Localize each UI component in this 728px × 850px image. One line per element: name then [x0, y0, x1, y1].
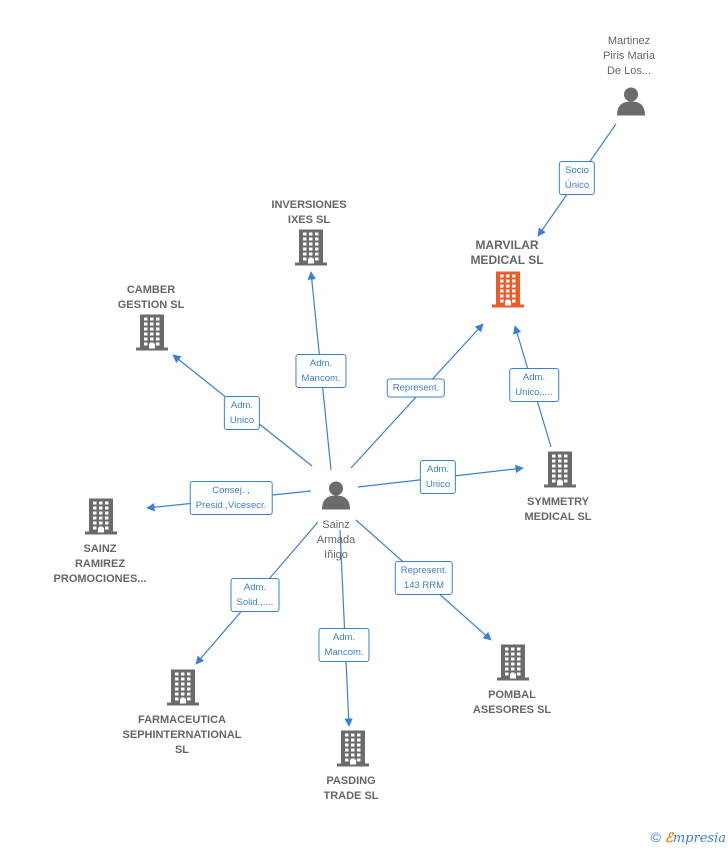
building-icon[interactable] — [544, 451, 576, 493]
node-label-martinez[interactable]: Martinez Piris Maria De Los... — [603, 35, 655, 77]
relation-label[interactable]: Represent. 143 RRM — [394, 561, 454, 595]
person-icon[interactable] — [616, 86, 646, 121]
node-label-camber[interactable]: CAMBER GESTION SL — [117, 284, 185, 311]
relation-label[interactable]: Adm. Mancom. — [295, 354, 347, 388]
building-icon[interactable] — [497, 644, 529, 686]
node-label-sainz[interactable]: Sainz Armada Iñigo — [316, 519, 356, 561]
copyright-icon: © — [650, 829, 661, 845]
building-icon[interactable] — [295, 229, 327, 271]
building-icon[interactable] — [85, 498, 117, 540]
building-icon[interactable] — [167, 669, 199, 711]
building-icon[interactable] — [337, 730, 369, 772]
brand-name: mpresia — [672, 831, 726, 846]
brand-logo-letter: ℰ — [664, 831, 673, 846]
empresia-brand: ©ℰmpresia — [651, 829, 726, 846]
node-label-symmetry[interactable]: SYMMETRY MEDICAL SL — [524, 496, 592, 523]
relation-label[interactable]: Socio Único — [558, 161, 596, 195]
relation-label[interactable]: Adm. Unico,.... — [509, 368, 559, 402]
node-label-pombal[interactable]: POMBAL ASESORES SL — [472, 689, 552, 716]
relation-label[interactable]: Adm. Unico — [223, 396, 261, 430]
relation-label[interactable]: Adm. Mancom. — [318, 628, 370, 662]
node-label-ramirez[interactable]: SAINZ RAMIREZ PROMOCIONES... — [53, 543, 147, 585]
relation-label[interactable]: Represent. — [386, 378, 446, 398]
relation-label[interactable]: Consej. , Presid.,Vicesecr. — [189, 481, 273, 515]
node-label-marvilar[interactable]: MARVILAR MEDICAL SL — [470, 238, 544, 267]
building-icon[interactable] — [492, 271, 524, 313]
node-label-pasding[interactable]: PASDING TRADE SL — [323, 775, 379, 802]
relation-label[interactable]: Adm. Unico — [419, 460, 457, 494]
building-icon[interactable] — [136, 314, 168, 356]
relation-label[interactable]: Adm. Solid.,.... — [230, 578, 280, 612]
node-label-inversiones[interactable]: INVERSIONES IXES SL — [271, 199, 347, 226]
person-icon[interactable] — [321, 480, 351, 515]
node-label-farmaceutica[interactable]: FARMACEUTICA SEPHINTERNATIONAL SL — [122, 714, 242, 756]
